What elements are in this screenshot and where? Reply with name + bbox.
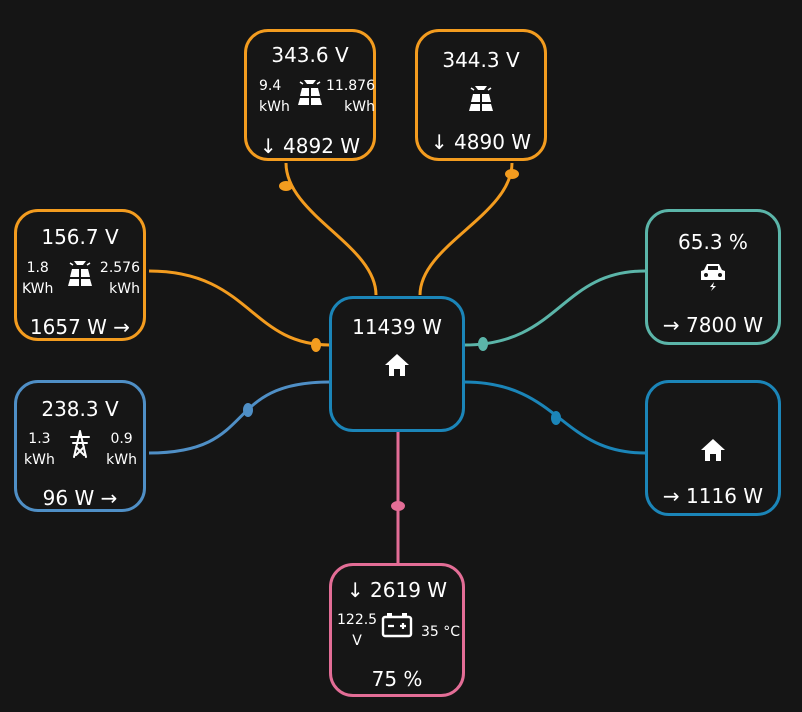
home-icon xyxy=(701,439,725,461)
flow-dot-solar-3 xyxy=(311,338,321,352)
flow-dot-solar-2 xyxy=(505,169,519,179)
solar-1-power: ↓ 4892 W xyxy=(259,134,361,158)
line-solar-1 xyxy=(284,162,378,296)
line-solar-3 xyxy=(148,269,331,347)
solar-panel-icon xyxy=(68,261,92,286)
ev-level: 65.3 % xyxy=(678,230,748,254)
ev-card[interactable]: 65.3 % → 7800 W xyxy=(645,209,781,345)
line-ev xyxy=(463,269,646,347)
transmission-tower-icon xyxy=(70,430,90,458)
solar-1-voltage: 343.6 V xyxy=(271,43,349,67)
ev-power: → 7800 W xyxy=(662,313,764,337)
solar-2-card[interactable]: 344.3 V ↓ 4890 W xyxy=(415,29,547,161)
grid-power: 96 W → xyxy=(42,486,118,510)
flow-dot-solar-1 xyxy=(279,181,293,191)
solar-panel-icon xyxy=(298,80,322,105)
hub-power: 11439 W xyxy=(352,315,442,339)
battery-icon xyxy=(381,613,413,638)
grid-voltage: 238.3 V xyxy=(41,397,119,421)
line-solar-2 xyxy=(418,162,514,296)
home-icon xyxy=(385,354,409,376)
flow-dot-home xyxy=(551,411,561,425)
solar-2-power: ↓ 4890 W xyxy=(430,130,532,154)
home-card[interactable]: → 1116 W xyxy=(645,380,781,516)
solar-3-voltage: 156.7 V xyxy=(41,225,119,249)
flow-dot-grid xyxy=(243,403,253,417)
hub-card[interactable]: 11439 W xyxy=(329,296,465,432)
flow-dot-battery xyxy=(391,501,405,511)
line-grid xyxy=(148,380,331,455)
solar-3-power: 1657 W → xyxy=(29,315,131,339)
battery-soc: 75 % xyxy=(371,667,423,691)
battery-temperature: 35 °C xyxy=(420,624,460,640)
car-charging-icon xyxy=(701,264,725,291)
home-power: → 1116 W xyxy=(662,484,764,508)
flow-dot-ev xyxy=(478,337,488,351)
battery-power: ↓ 2619 W xyxy=(346,578,448,602)
solar-panel-icon xyxy=(469,86,493,111)
solar-2-voltage: 344.3 V xyxy=(442,48,520,72)
